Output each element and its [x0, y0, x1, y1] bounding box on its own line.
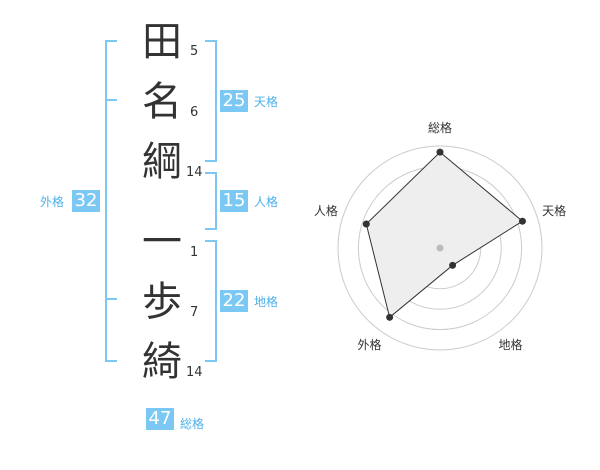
radar-ring	[419, 227, 461, 269]
stroke-count-surname-1: 5	[190, 44, 199, 59]
radar-ring	[337, 145, 543, 351]
gaikaku-value: 32	[72, 190, 100, 212]
given-char-3: 綺	[142, 339, 182, 385]
radar-axis-label-4: 外格	[357, 337, 381, 352]
gaikaku-bracket	[105, 40, 117, 362]
radar-rings	[337, 145, 543, 351]
radar-point-4	[386, 313, 394, 321]
radar-point-5	[362, 220, 370, 228]
chikaku-label: 地格	[254, 295, 279, 309]
soukaku-label: 総格	[180, 417, 205, 431]
chikaku-value: 22	[220, 290, 248, 312]
stroke-count-surname-2: 6	[190, 105, 199, 120]
gaikaku-tick-upper	[105, 99, 117, 101]
tenkaku-label: 天格	[254, 95, 279, 109]
given-char-2: 歩	[142, 279, 182, 325]
gaikaku-label: 外格	[40, 195, 65, 209]
radar-center	[436, 244, 444, 252]
given-char-1: 一	[142, 219, 182, 265]
tenkaku-value: 25	[220, 90, 248, 112]
jinkaku-label: 人格	[254, 195, 279, 209]
stroke-count-given-3: 14	[186, 365, 203, 380]
radar-ring	[357, 165, 523, 331]
radar-shape	[365, 151, 524, 319]
radar-point-2	[518, 217, 526, 225]
radar-axis-label-3: 地格	[499, 337, 523, 352]
surname-char-3: 綱	[142, 139, 182, 185]
radar-axis-label-1: 総格	[428, 120, 452, 135]
stroke-count-given-1: 1	[190, 245, 199, 260]
stroke-count-given-2: 7	[190, 305, 199, 320]
radar-axis-label-5: 人格	[314, 203, 338, 218]
radar-ring	[398, 206, 482, 290]
gaikaku-tick-lower	[105, 298, 117, 300]
jinkaku-bracket	[205, 172, 217, 230]
surname-char-1: 田	[142, 19, 182, 65]
stroke-count-surname-3: 14	[186, 165, 203, 180]
chikaku-bracket	[205, 240, 217, 362]
tenkaku-bracket	[205, 40, 217, 162]
radar-points	[362, 148, 526, 321]
radar-ring	[378, 186, 502, 310]
radar-point-1	[436, 148, 444, 156]
jinkaku-value: 15	[220, 190, 248, 212]
surname-char-2: 名	[142, 79, 182, 125]
radar-point-3	[449, 261, 457, 269]
soukaku-value: 47	[146, 408, 174, 430]
radar-axis-label-2: 天格	[542, 203, 566, 218]
